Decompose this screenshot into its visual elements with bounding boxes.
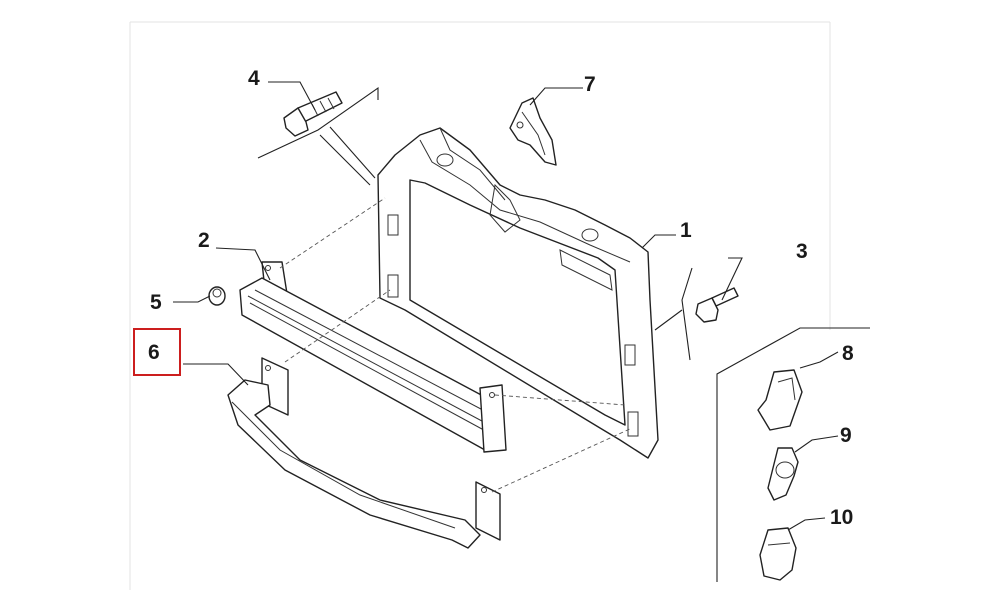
callout-3[interactable]: 3 bbox=[796, 240, 808, 263]
callout-9[interactable]: 9 bbox=[840, 424, 852, 447]
part-5-nut bbox=[208, 286, 226, 306]
callout-6[interactable]: 6 bbox=[148, 341, 160, 364]
part-3-bolt bbox=[695, 287, 739, 323]
part-6-bumper-beam bbox=[227, 357, 501, 549]
part-4-bolt bbox=[283, 91, 343, 137]
callout-4[interactable]: 4 bbox=[248, 67, 260, 90]
part-9-clip bbox=[767, 447, 799, 501]
alignment-lines bbox=[279, 197, 633, 493]
part-8-clip bbox=[757, 369, 803, 431]
callout-7[interactable]: 7 bbox=[584, 73, 596, 96]
callout-1[interactable]: 1 bbox=[680, 219, 692, 242]
part-10-clip bbox=[759, 527, 797, 581]
callout-2[interactable]: 2 bbox=[198, 229, 210, 252]
part-1-front-frame bbox=[377, 127, 659, 459]
callout-8[interactable]: 8 bbox=[842, 342, 854, 365]
callout-5[interactable]: 5 bbox=[150, 291, 162, 314]
leader-lines bbox=[173, 81, 870, 582]
highlight-box-6 bbox=[133, 328, 181, 376]
part-2-crossbar bbox=[239, 261, 507, 453]
part-7-bracket bbox=[509, 97, 557, 166]
frame-lines bbox=[129, 21, 831, 590]
callout-10[interactable]: 10 bbox=[830, 506, 854, 529]
